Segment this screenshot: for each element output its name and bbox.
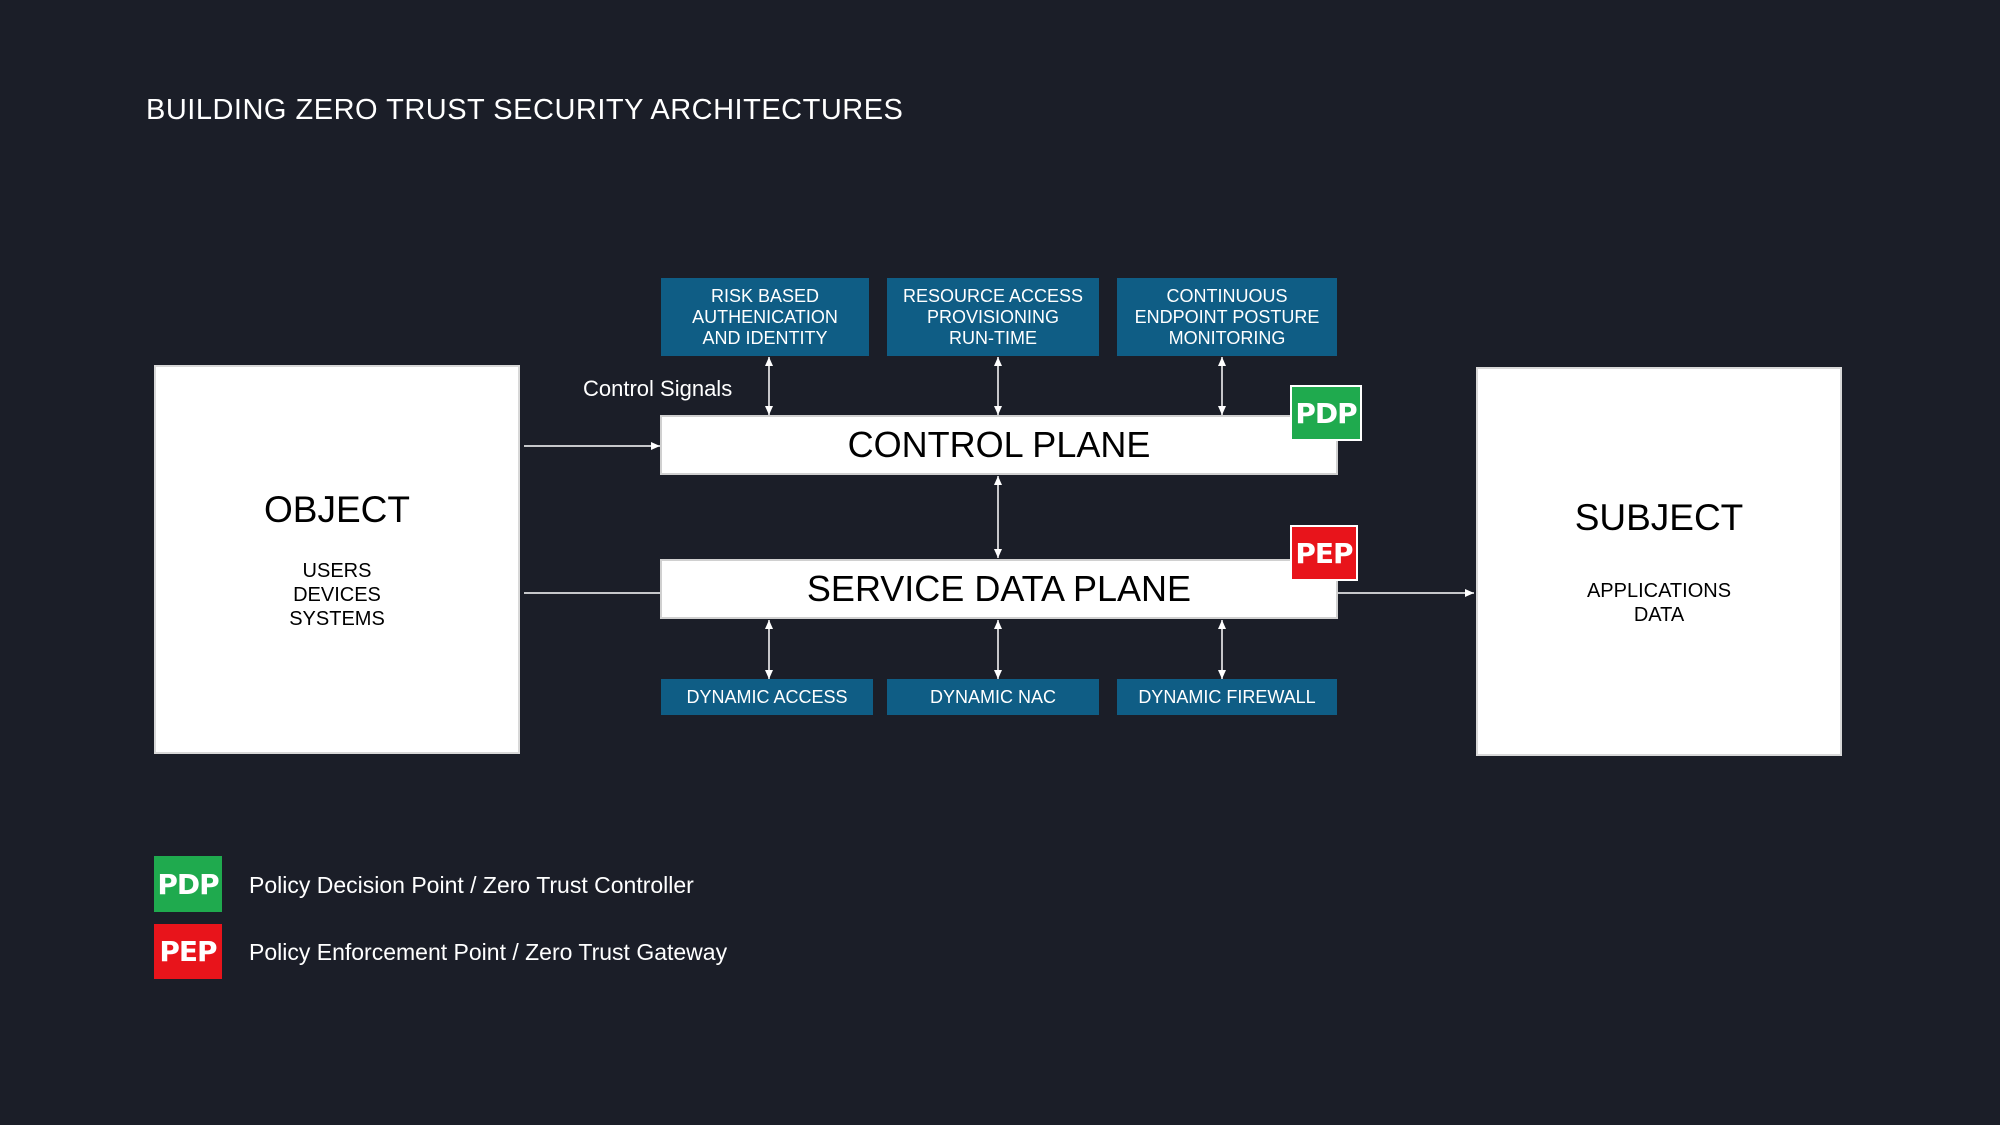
object-items: USERS DEVICES SYSTEMS	[289, 559, 385, 631]
service-line: PROVISIONING	[926, 306, 1060, 327]
service-label: DYNAMIC FIREWALL	[1138, 686, 1316, 707]
legend-pdp-badge: PDP	[154, 856, 222, 912]
legend-pep-badge: PEP	[154, 924, 222, 979]
service-dynamic-firewall: DYNAMIC FIREWALL	[1117, 679, 1337, 715]
service-line: AND IDENTITY	[702, 327, 828, 348]
service-line: RISK BASED	[710, 285, 820, 306]
legend-pdp-text: Policy Decision Point / Zero Trust Contr…	[249, 872, 694, 898]
object-item: USERS	[302, 559, 372, 582]
pep-badge: PEP	[1290, 525, 1358, 581]
service-line: MONITORING	[1168, 327, 1286, 348]
service-dynamic-access: DYNAMIC ACCESS	[661, 679, 873, 715]
pdp-badge: PDP	[1290, 385, 1362, 441]
service-line: RESOURCE ACCESS	[902, 285, 1084, 306]
subject-box: SUBJECT APPLICATIONS DATA	[1476, 367, 1842, 756]
object-item: DEVICES	[293, 583, 381, 606]
control-plane-label: CONTROL PLANE	[847, 424, 1151, 465]
subject-items: APPLICATIONS DATA	[1587, 579, 1731, 627]
subject-heading: SUBJECT	[1574, 496, 1744, 538]
subject-item: APPLICATIONS	[1586, 579, 1732, 602]
subject-item: DATA	[1633, 603, 1685, 626]
service-dynamic-nac: DYNAMIC NAC	[887, 679, 1099, 715]
legend-pep-text: Policy Enforcement Point / Zero Trust Ga…	[249, 939, 728, 965]
object-box: OBJECT USERS DEVICES SYSTEMS	[154, 365, 520, 754]
service-label: DYNAMIC NAC	[929, 686, 1056, 707]
control-plane: CONTROL PLANE	[660, 415, 1338, 475]
service-line: RUN-TIME	[949, 327, 1037, 348]
service-data-plane-label: SERVICE DATA PLANE	[806, 568, 1192, 609]
service-line: ENDPOINT POSTURE	[1134, 306, 1320, 327]
object-heading: OBJECT	[264, 488, 410, 530]
object-item: SYSTEMS	[289, 607, 385, 630]
service-line: AUTHENICATION	[692, 306, 838, 327]
service-endpoint-posture: CONTINUOUS ENDPOINT POSTURE MONITORING	[1117, 278, 1337, 356]
page-title: BUILDING ZERO TRUST SECURITY ARCHITECTUR…	[146, 94, 904, 126]
service-line: CONTINUOUS	[1166, 285, 1288, 306]
service-resource-access: RESOURCE ACCESS PROVISIONING RUN-TIME	[887, 278, 1099, 356]
service-data-plane: SERVICE DATA PLANE	[660, 559, 1338, 619]
control-signals-label: Control Signals	[583, 376, 733, 401]
service-risk-based-auth: RISK BASED AUTHENICATION AND IDENTITY	[661, 278, 869, 356]
service-label: DYNAMIC ACCESS	[686, 686, 848, 707]
